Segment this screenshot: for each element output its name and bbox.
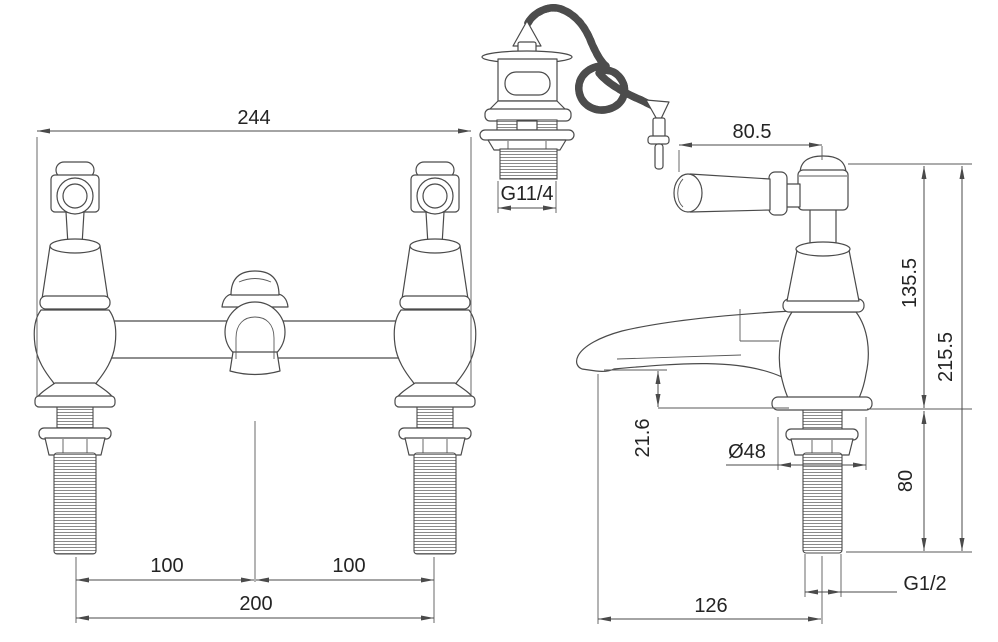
dim-overall-height: 215.5 [935,332,957,382]
dim-spout-to-deck: 21.6 [632,419,654,458]
dimension-lines [37,128,965,622]
side-handle [673,155,849,216]
chain-hook [645,99,670,124]
deck-flange [771,396,873,411]
threaded-tail [802,452,843,554]
side-spout [576,310,793,383]
dim-tap-centres: 200 [239,593,272,615]
front-right-tap [393,161,477,555]
dim-right-tap-to-centre: 100 [332,555,365,577]
front-left-tap [33,161,117,555]
front-spout [221,270,289,376]
dim-left-tap-to-centre: 100 [150,555,183,577]
side-view [576,155,873,554]
dim-flange-diameter: Ø48 [728,441,766,463]
waste-plug-assembly [479,8,670,180]
waste-body [479,50,575,180]
dim-waste-thread: G11/4 [501,183,554,205]
chain-stay-pin [647,117,670,170]
dim-handle-projection: 80.5 [733,121,772,143]
side-body [778,311,869,401]
dimension-labels: 244 100 100 200 G11/4 80.5 135.5 80 215.… [150,107,957,617]
waste-thread [499,148,558,180]
dim-height-to-deck: 135.5 [899,258,921,308]
dim-tail-thread: G1/2 [903,573,946,595]
extension-lines [36,137,972,624]
dim-spout-projection: 126 [694,595,727,617]
dim-overall-width: 244 [237,107,270,129]
dim-tail-length: 80 [895,470,917,492]
front-view [33,161,477,555]
overflow-slot [504,71,551,96]
